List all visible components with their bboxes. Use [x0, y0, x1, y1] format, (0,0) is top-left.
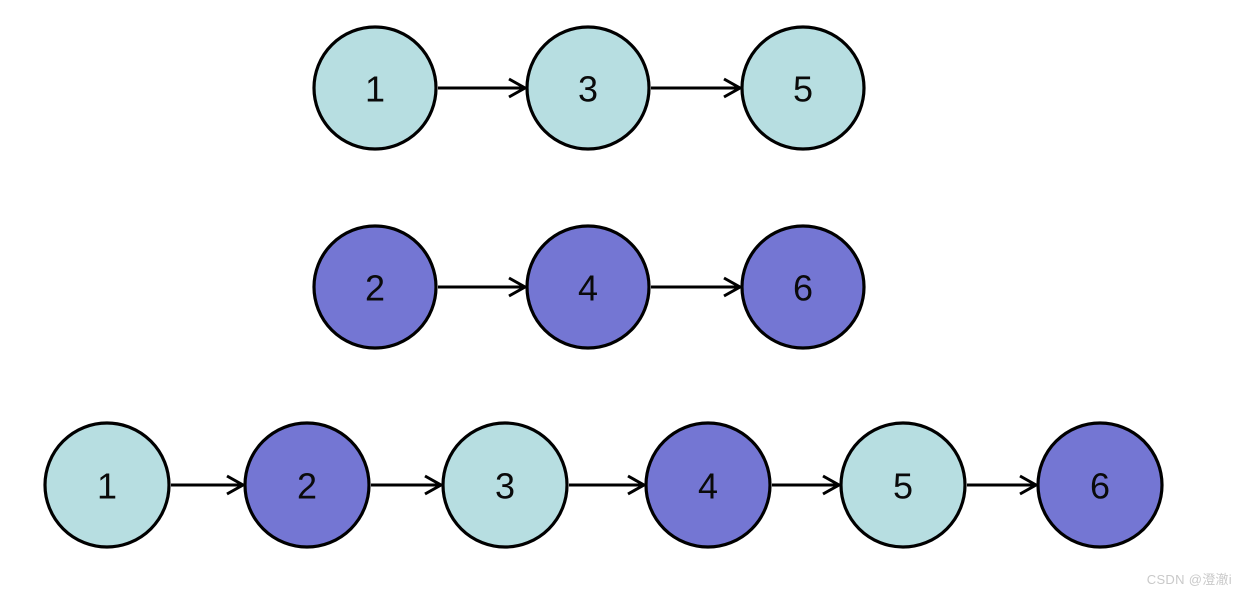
node-label: 1 [365, 69, 385, 110]
node-label: 5 [893, 466, 913, 507]
edge-merged-list-2-to-3 [371, 474, 445, 496]
node-circle[interactable] [312, 224, 438, 350]
edge-merged-list-5-to-6 [967, 474, 1040, 496]
arrowhead-icon [723, 77, 744, 99]
edge-odd-list-3-to-5 [651, 77, 744, 99]
edge-merged-list-3-to-4 [569, 474, 648, 496]
node-label: 4 [698, 466, 718, 507]
arrowhead-icon [723, 276, 744, 298]
edge-even-list-2-to-4 [438, 276, 529, 298]
node-label: 6 [1090, 466, 1110, 507]
node-label: 3 [578, 69, 598, 110]
node-label: 2 [297, 466, 317, 507]
node-circle[interactable] [243, 421, 371, 549]
node-circle[interactable] [43, 421, 171, 549]
csdn-watermark: CSDN @澄澈i [1146, 572, 1232, 587]
node-label: 1 [97, 466, 117, 507]
node-even-list-6[interactable]: 6 [740, 224, 866, 350]
node-label: 6 [793, 268, 813, 309]
node-odd-list-3[interactable]: 3 [525, 25, 651, 151]
node-circle[interactable] [525, 25, 651, 151]
node-merged-list-3[interactable]: 3 [441, 421, 569, 549]
node-odd-list-5[interactable]: 5 [740, 25, 866, 151]
arrowhead-icon [424, 474, 445, 496]
node-merged-list-5[interactable]: 5 [839, 421, 967, 549]
node-label: 4 [578, 268, 598, 309]
arrowhead-icon [627, 474, 648, 496]
edge-merged-list-1-to-2 [171, 474, 247, 496]
node-label: 2 [365, 268, 385, 309]
node-circle[interactable] [312, 25, 438, 151]
arrowhead-icon [822, 474, 843, 496]
arrowhead-icon [1019, 474, 1040, 496]
node-circle[interactable] [441, 421, 569, 549]
node-label: 5 [793, 69, 813, 110]
node-merged-list-6[interactable]: 6 [1036, 421, 1164, 549]
node-circle[interactable] [1036, 421, 1164, 549]
arrowhead-icon [508, 276, 529, 298]
arrowhead-icon [226, 474, 247, 496]
node-even-list-4[interactable]: 4 [525, 224, 651, 350]
arrowhead-icon [508, 77, 529, 99]
node-circle[interactable] [644, 421, 772, 549]
node-odd-list-1[interactable]: 1 [312, 25, 438, 151]
nodes-layer: 1 3 5 2 4 6 1 2 3 4 5 6 [43, 25, 1164, 549]
node-merged-list-4[interactable]: 4 [644, 421, 772, 549]
node-merged-list-2[interactable]: 2 [243, 421, 371, 549]
edges-layer [171, 77, 1040, 496]
edge-even-list-4-to-6 [651, 276, 744, 298]
node-circle[interactable] [525, 224, 651, 350]
node-merged-list-1[interactable]: 1 [43, 421, 171, 549]
node-circle[interactable] [839, 421, 967, 549]
edge-odd-list-1-to-3 [438, 77, 529, 99]
node-even-list-2[interactable]: 2 [312, 224, 438, 350]
node-label: 3 [495, 466, 515, 507]
node-circle[interactable] [740, 224, 866, 350]
edge-merged-list-4-to-5 [772, 474, 843, 496]
node-circle[interactable] [740, 25, 866, 151]
